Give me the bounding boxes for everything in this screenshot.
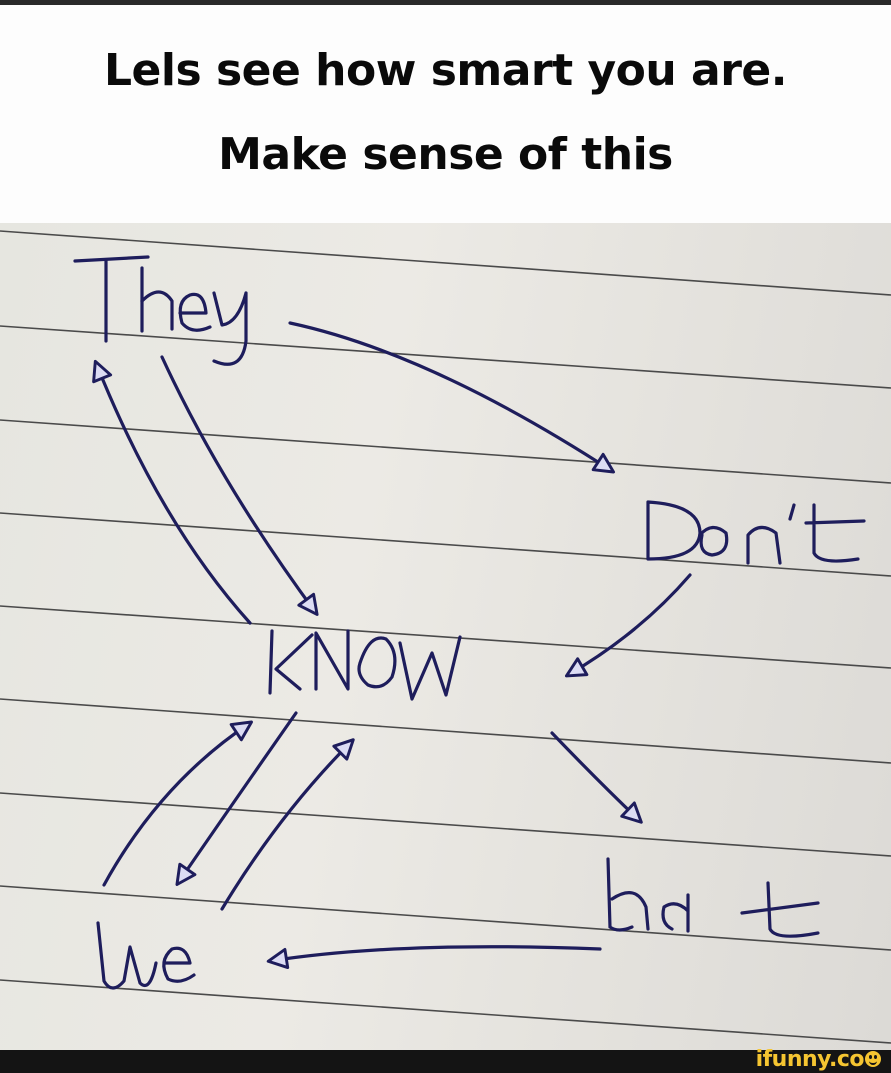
word-dont (646, 500, 866, 565)
arrow-know-to-they (92, 359, 252, 625)
ruled-lines (0, 230, 891, 1044)
caption-line-1: Lels see how smart you are. (104, 45, 787, 96)
brand-text: ifunny.co (755, 1047, 865, 1072)
handwritten-word-diagram (0, 230, 891, 1044)
caption-line-2: Make sense of this (218, 129, 673, 180)
word-that (606, 857, 820, 938)
watermark-bar: ifunny.co (0, 1047, 891, 1073)
arrow-dont-to-know (564, 573, 692, 678)
arrow-we-to-know-right (220, 738, 355, 911)
top-edge-bar (0, 0, 891, 5)
ifunny-watermark: ifunny.co (756, 1047, 881, 1072)
arrow-know-to-that (550, 731, 643, 824)
meme-caption: Lels see how smart you are. Make sense o… (0, 5, 891, 223)
word-know (268, 629, 462, 701)
arrow-that-to-we (266, 945, 602, 970)
smiley-icon (865, 1051, 881, 1067)
arrow-we-to-know-left (102, 720, 253, 887)
arrow-they-to-know (160, 355, 319, 616)
arrow-know-to-we (175, 711, 298, 886)
word-they (73, 255, 248, 366)
arrow-they-to-dont (288, 321, 616, 474)
word-we (96, 921, 196, 990)
lined-paper-photo (0, 223, 891, 1050)
